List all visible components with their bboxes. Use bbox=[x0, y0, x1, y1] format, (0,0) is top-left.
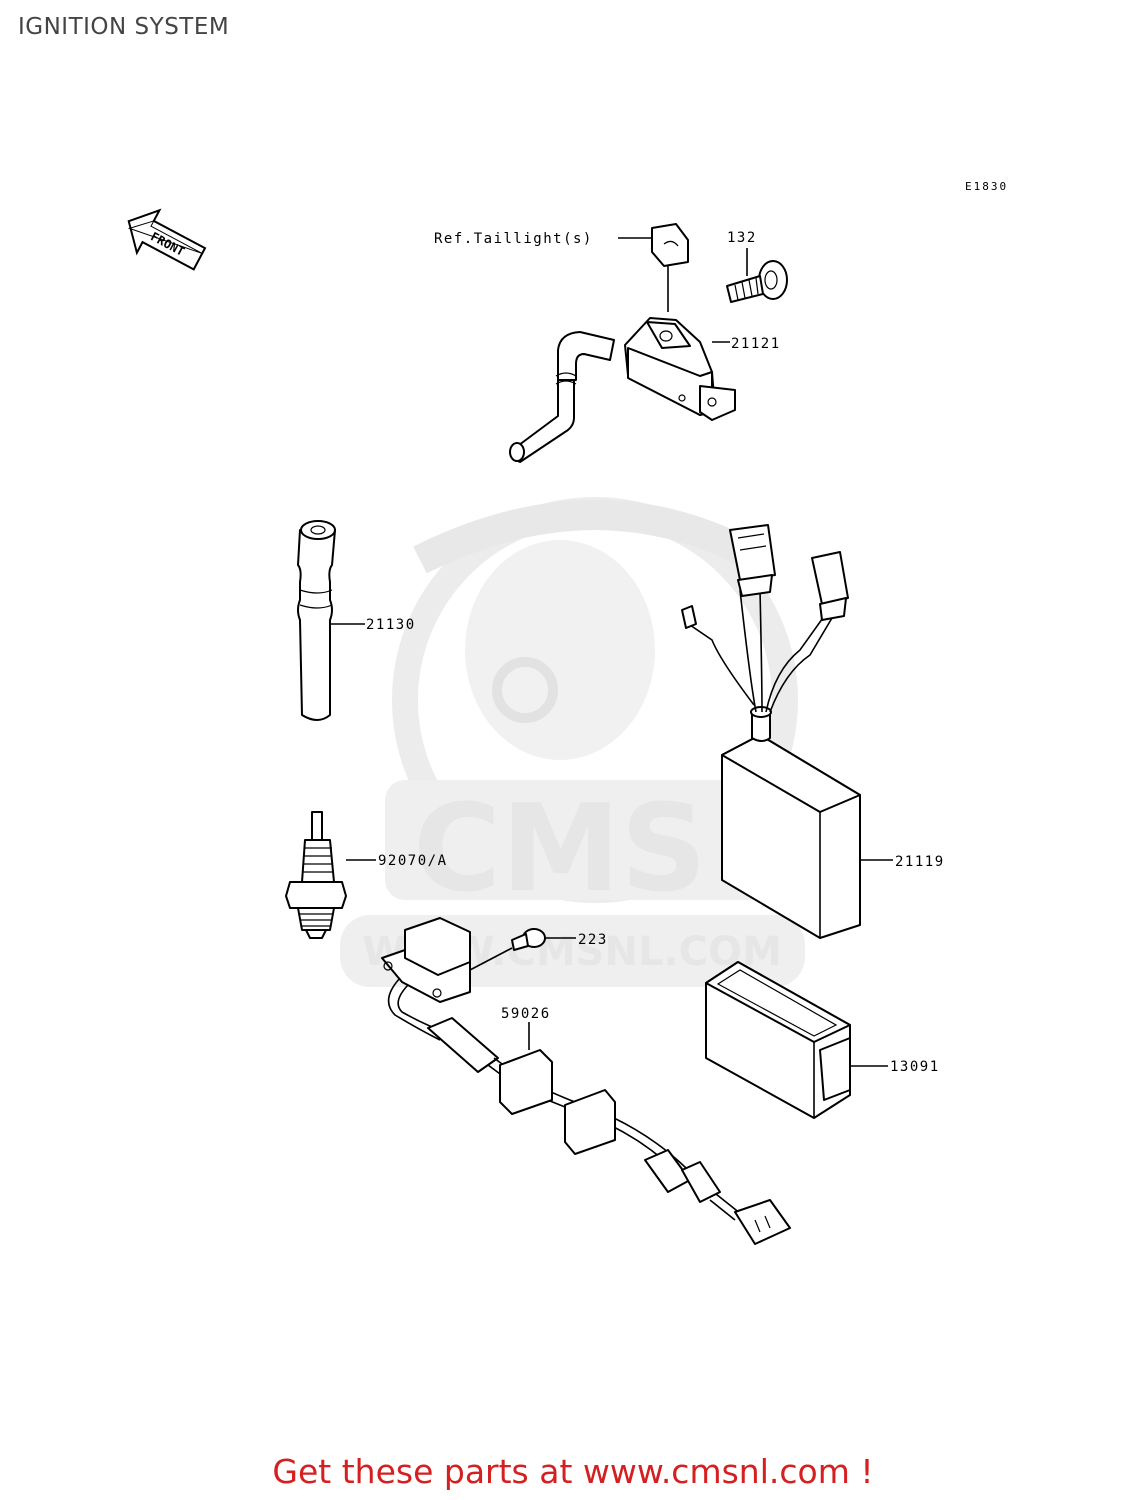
taillight-clip bbox=[618, 223, 689, 312]
callout-21119: 21119 bbox=[895, 854, 945, 870]
screw-132 bbox=[726, 248, 788, 303]
diagram-code: E1830 bbox=[965, 180, 1008, 193]
callout-ref-taillight: Ref.Taillight(s) bbox=[434, 231, 593, 247]
cdi-case-13091 bbox=[705, 961, 888, 1119]
front-arrow-icon: FRONT bbox=[127, 208, 207, 271]
callout-223: 223 bbox=[578, 932, 608, 948]
pickup-coil-59026 bbox=[381, 917, 791, 1245]
ignition-coil-21121 bbox=[509, 317, 736, 463]
callout-132: 132 bbox=[727, 230, 757, 246]
spark-plug-92070 bbox=[285, 811, 376, 939]
callout-21121: 21121 bbox=[731, 336, 781, 352]
callout-92070: 92070/A bbox=[378, 853, 448, 869]
footer-cta-link[interactable]: Get these parts at www.cmsnl.com ! bbox=[272, 1452, 874, 1491]
plug-cap-21130 bbox=[297, 520, 365, 721]
callout-13091: 13091 bbox=[890, 1059, 940, 1075]
watermark-logo: CMS bbox=[413, 780, 707, 919]
callout-21130: 21130 bbox=[366, 617, 416, 633]
callout-59026: 59026 bbox=[501, 1006, 551, 1022]
page-title: IGNITION SYSTEM bbox=[18, 14, 230, 40]
cdi-unit-21119 bbox=[681, 524, 893, 939]
